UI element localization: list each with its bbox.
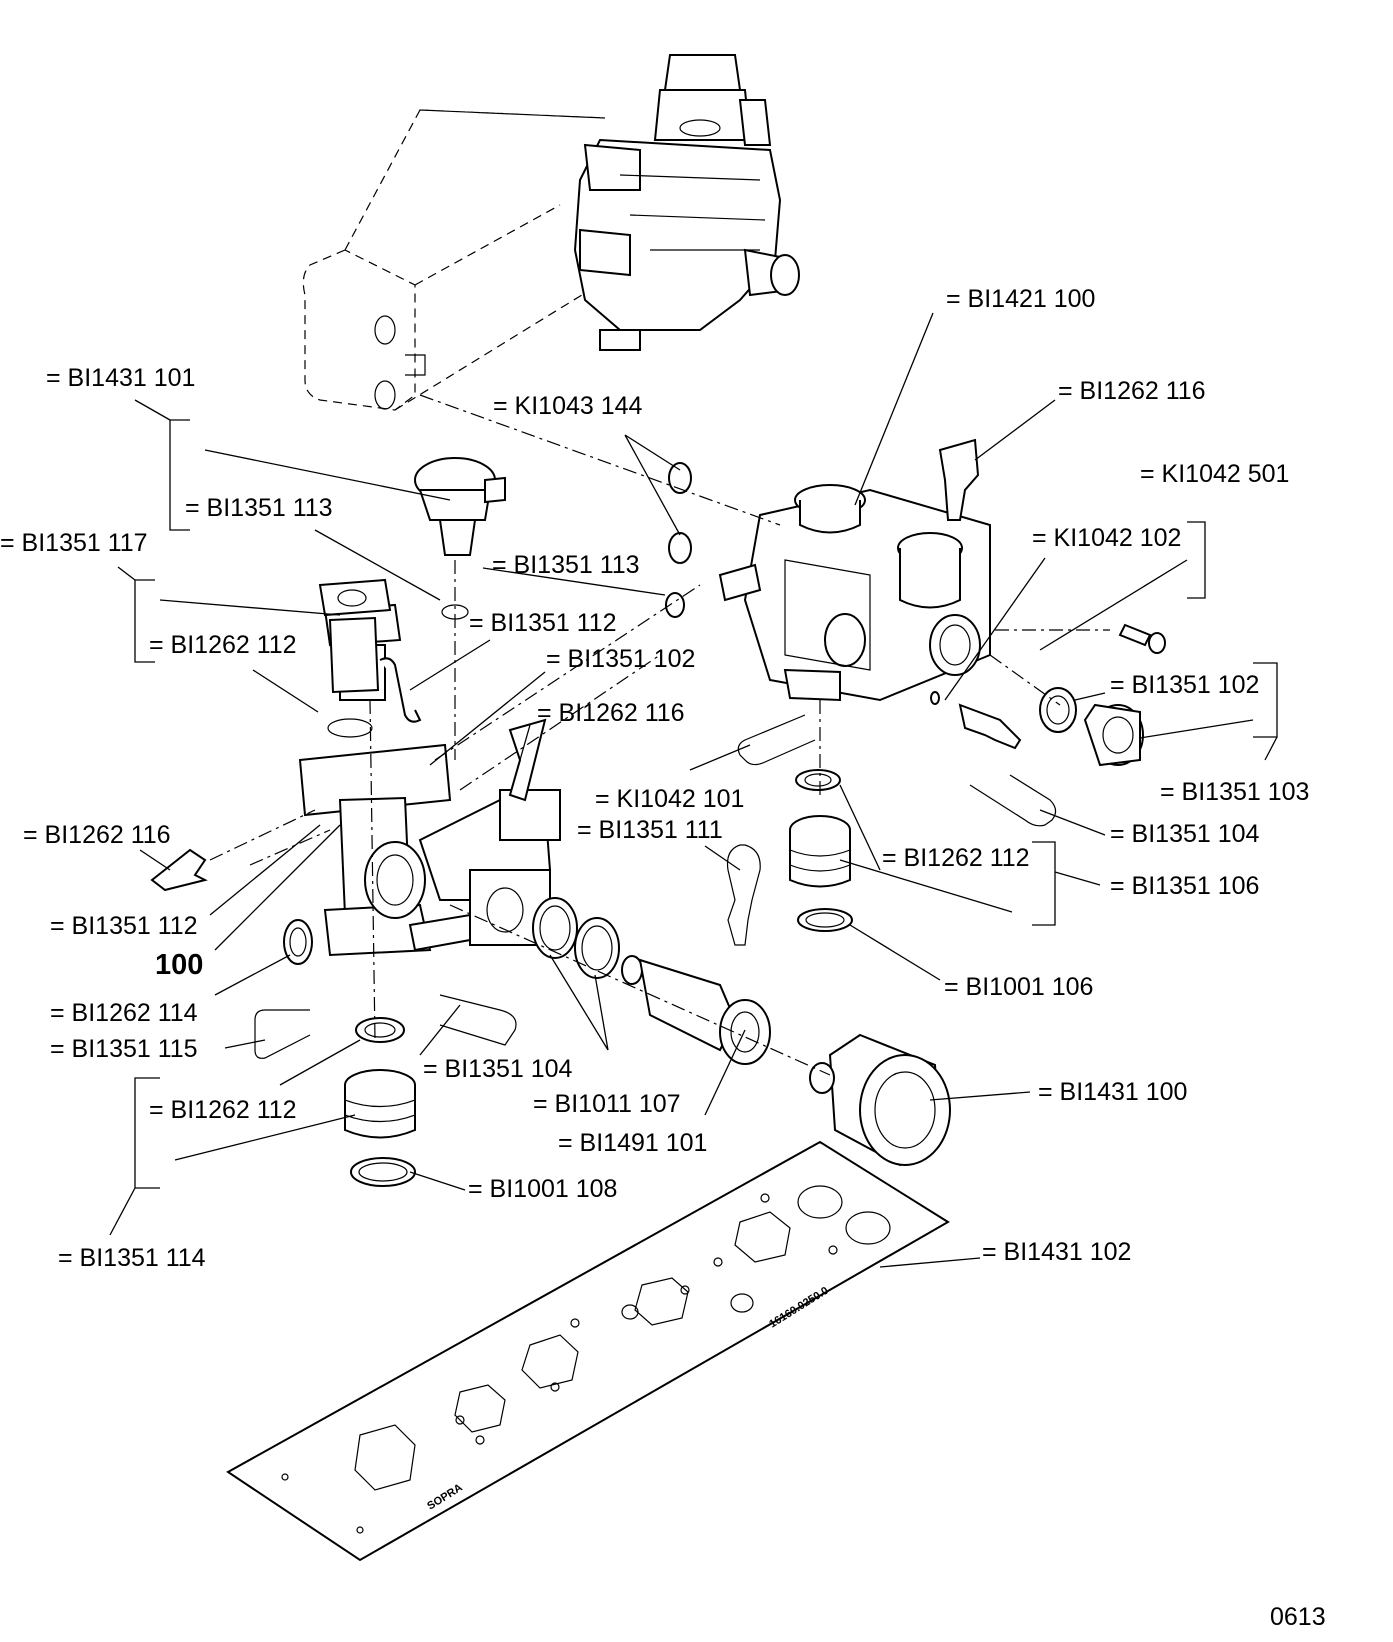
- label-bi1351-103: = BI1351 103: [1160, 778, 1309, 806]
- label-bi1351-115: = BI1351 115: [50, 1035, 198, 1063]
- label-bi1011-107: = BI1011 107: [533, 1090, 681, 1118]
- label-bi1351-113-mid: = BI1351 113: [492, 551, 640, 579]
- o-ring-bi1351-113: [665, 592, 685, 618]
- o-ring-ki1043-1: [668, 462, 692, 494]
- o-ring-bottom-left: [355, 1017, 405, 1043]
- label-bi1262-116-right: = BI1262 116: [1058, 377, 1206, 405]
- o-ring-bi1262-112-right: [795, 769, 841, 791]
- label-bi1351-102-right: = BI1351 102: [1110, 671, 1259, 699]
- label-bi1351-112-top: = BI1351 112: [469, 609, 617, 637]
- label-bi1351-104-right: = BI1351 104: [1110, 820, 1260, 848]
- label-bi1351-106: = BI1351 106: [1110, 872, 1259, 900]
- clip-left-side: [150, 848, 208, 892]
- label-ki1042-501: = KI1042 501: [1140, 460, 1289, 488]
- heat-exchanger-outline: [302, 109, 606, 411]
- label-bi1431-101: = BI1431 101: [46, 364, 195, 392]
- cap-right: [1083, 703, 1144, 767]
- label-bi1262-116-mid: = BI1262 116: [537, 699, 685, 727]
- label-bi1351-102-mid: = BI1351 102: [546, 645, 695, 673]
- cap-bi1262-112: [318, 578, 392, 694]
- diverter-body: [718, 484, 991, 702]
- label-bi1421-100: = BI1421 100: [946, 285, 1095, 313]
- label-bi1001-108: = BI1001 108: [468, 1175, 617, 1203]
- part-labels: = BI1421 100 = BI1262 116 = KI1042 501 =…: [0, 285, 1326, 1631]
- clip-left: [379, 657, 422, 723]
- label-bi1351-111: = BI1351 111: [577, 816, 723, 844]
- hydraulic-block-top: [573, 54, 800, 351]
- assembly-number: 100: [155, 949, 203, 981]
- fitting-bi1262-112-bottom: [344, 1069, 416, 1139]
- seal-bi1001-108: [350, 1157, 416, 1187]
- label-bi1351-114: = BI1351 114: [58, 1244, 206, 1272]
- label-ki1042-102: = KI1042 102: [1032, 524, 1181, 552]
- u-clip-bi1351-115: [254, 1009, 311, 1059]
- label-ki1042-101: = KI1042 101: [595, 785, 744, 813]
- label-bi1262-112-left: = BI1262 112: [149, 631, 297, 659]
- fitting-bi1351-106: [789, 815, 851, 888]
- label-bi1351-104-left: = BI1351 104: [423, 1055, 573, 1083]
- label-bi1351-113-left: = BI1351 113: [185, 494, 333, 522]
- label-bi1431-102: = BI1431 102: [982, 1238, 1131, 1266]
- clip-middle: [508, 718, 547, 802]
- center-lines: [209, 394, 1110, 1076]
- label-bi1431-100: = BI1431 100: [1038, 1078, 1187, 1106]
- clip-bi1351-111: [726, 844, 761, 946]
- o-ring-ki1043-2: [668, 532, 692, 564]
- mounting-plate: 16160.0250.0 SOPRA: [226, 1140, 950, 1562]
- pressure-sensor: [414, 457, 506, 620]
- label-bi1351-112-left: = BI1351 112: [50, 912, 198, 940]
- leader-lines: [109, 312, 1278, 1268]
- label-bi1491-101: = BI1491 101: [558, 1129, 707, 1157]
- label-bi1262-112-bottom: = BI1262 112: [149, 1096, 297, 1124]
- main-body: [298, 603, 561, 957]
- drawing-number: 0613: [1270, 1603, 1326, 1631]
- label-bi1262-112-right: = BI1262 112: [882, 844, 1030, 872]
- label-bi1262-116-left: = BI1262 116: [23, 821, 171, 849]
- clip-right: [938, 438, 980, 521]
- sensor-ki1042-102: [930, 691, 1022, 750]
- screw-ki1042-501: [1118, 623, 1166, 654]
- label-ki1043-144: = KI1043 144: [493, 392, 643, 420]
- u-clip-ki1042-101: [737, 714, 816, 766]
- label-bi1001-106: = BI1001 106: [944, 973, 1093, 1001]
- label-bi1262-114: = BI1262 114: [50, 999, 198, 1027]
- u-clip-bi1351-104-right: [969, 774, 1057, 827]
- cartridge-bi1491-101: [621, 955, 771, 1065]
- motor-bi1431-100: [809, 1033, 951, 1167]
- label-bi1351-117: = BI1351 117: [0, 529, 148, 557]
- o-ring-left: [283, 919, 313, 965]
- u-clip-bi1351-104: [439, 994, 517, 1046]
- o-ring-right: [1039, 687, 1077, 733]
